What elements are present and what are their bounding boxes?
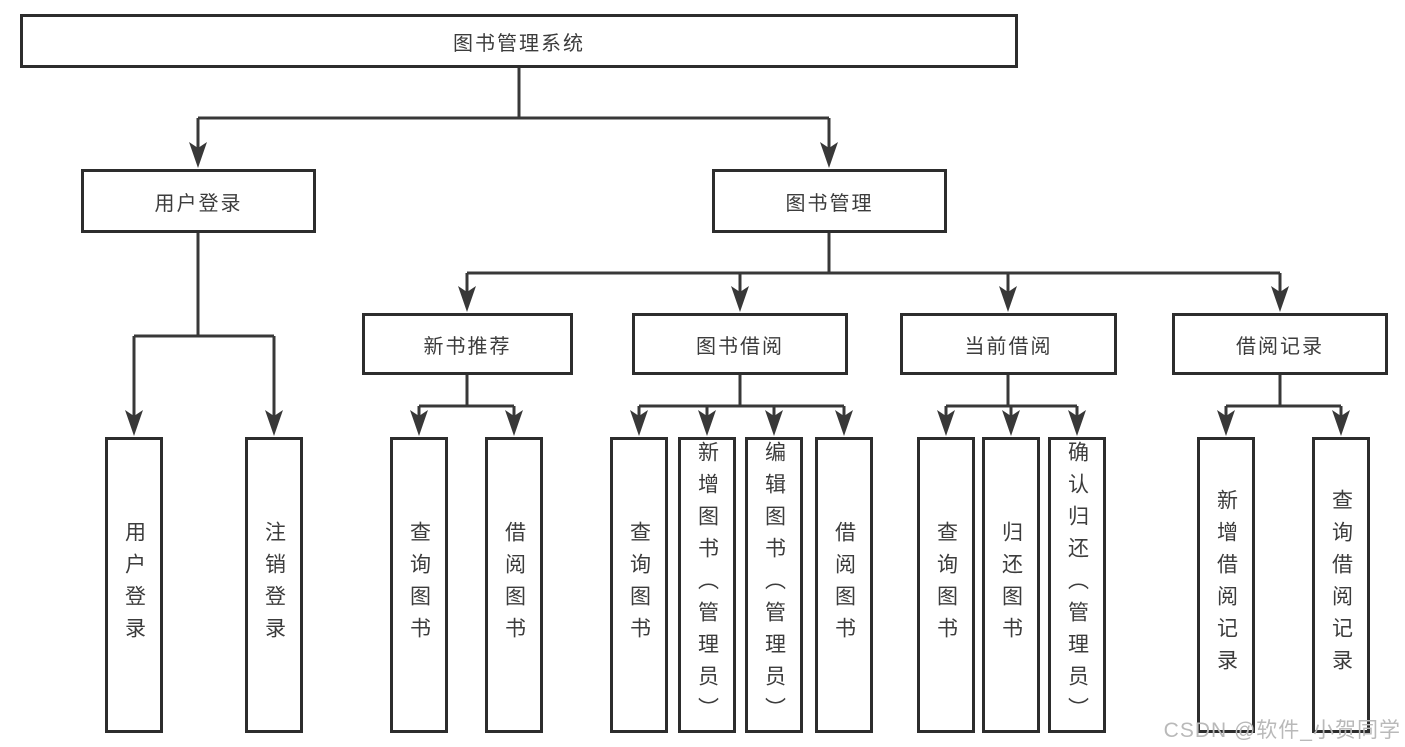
leaf-label: 查询图书 — [934, 521, 958, 649]
node-borrow-records: 借阅记录 — [1172, 313, 1388, 375]
node-label: 借阅记录 — [1236, 335, 1324, 358]
csdn-watermark: CSDN @软件_小贺同学 — [1163, 719, 1401, 742]
arrowhead-icon — [820, 142, 838, 168]
arrowhead-icon — [765, 410, 783, 436]
node-new-book-recommend: 新书推荐 — [362, 313, 573, 375]
leaf-query-books-recommend: 查询图书 — [390, 437, 448, 733]
arrowhead-icon — [410, 410, 428, 436]
connector-user-login-to-leaves — [132, 233, 276, 418]
node-label: 用户登录 — [154, 192, 243, 215]
leaf-user-login: 用户登录 — [105, 437, 163, 733]
leaf-return-books: 归还图书 — [982, 437, 1040, 733]
leaf-edit-book-admin: 编辑图书（管理员） — [745, 437, 803, 733]
leaf-label: 编辑图书（管理员） — [762, 441, 786, 729]
leaf-label: 确认归还（管理员） — [1065, 441, 1089, 729]
leaf-query-books-current: 查询图书 — [917, 437, 975, 733]
node-book-borrow: 图书借阅 — [632, 313, 848, 375]
arrowhead-icon — [630, 410, 648, 436]
arrowhead-icon — [458, 286, 476, 312]
arrowhead-icon — [999, 286, 1017, 312]
arrowhead-icon — [1271, 286, 1289, 312]
arrowhead-icon — [265, 410, 283, 436]
leaf-label: 借阅图书 — [832, 521, 856, 649]
node-label: 图书管理系统 — [453, 32, 585, 55]
leaf-label: 注销登录 — [262, 521, 286, 649]
connector-book-borrow-to-leaves — [637, 375, 846, 418]
arrowhead-icon — [1217, 410, 1235, 436]
node-label: 当前借阅 — [964, 335, 1053, 358]
leaf-add-borrow-record: 新增借阅记录 — [1197, 437, 1255, 733]
leaf-label: 用户登录 — [122, 521, 146, 649]
arrowhead-icon — [731, 286, 749, 312]
leaf-label: 归还图书 — [999, 521, 1023, 649]
leaf-label: 查询图书 — [407, 521, 431, 649]
node-label: 新书推荐 — [423, 335, 512, 358]
connector-borrow-records-to-leaves — [1224, 375, 1343, 418]
arrowhead-icon — [1332, 410, 1350, 436]
leaf-logout-login: 注销登录 — [245, 437, 303, 733]
connector-current-borrow-to-leaves — [944, 375, 1079, 418]
node-user-login: 用户登录 — [81, 169, 316, 233]
leaf-confirm-return-admin: 确认归还（管理员） — [1048, 437, 1106, 733]
leaf-label: 新增图书（管理员） — [695, 441, 719, 729]
leaf-label: 借阅图书 — [502, 521, 526, 649]
arrowhead-icon — [835, 410, 853, 436]
leaf-label: 新增借阅记录 — [1214, 489, 1238, 681]
leaf-query-books-borrow: 查询图书 — [610, 437, 668, 733]
connector-book-management-to-level3 — [465, 233, 1282, 295]
node-current-borrow: 当前借阅 — [900, 313, 1117, 375]
node-book-management: 图书管理 — [712, 169, 947, 233]
arrowhead-icon — [937, 410, 955, 436]
node-root: 图书管理系统 — [20, 14, 1018, 68]
leaf-borrow-books-borrow: 借阅图书 — [815, 437, 873, 733]
arrowhead-icon — [125, 410, 143, 436]
node-label: 图书管理 — [785, 192, 874, 215]
arrowhead-icon — [698, 410, 716, 436]
connector-root-to-level2 — [196, 68, 831, 150]
arrowhead-icon — [189, 142, 207, 168]
leaf-add-book-admin: 新增图书（管理员） — [678, 437, 736, 733]
arrowhead-icon — [1002, 410, 1020, 436]
leaf-label: 查询借阅记录 — [1329, 489, 1353, 681]
leaf-borrow-books-recommend: 借阅图书 — [485, 437, 543, 733]
node-label: 图书借阅 — [696, 335, 784, 358]
leaf-label: 查询图书 — [627, 521, 651, 649]
connector-new-book-recommend-to-leaves — [417, 375, 516, 418]
leaf-query-borrow-record: 查询借阅记录 — [1312, 437, 1370, 733]
arrowhead-icon — [505, 410, 523, 436]
arrowhead-icon — [1068, 410, 1086, 436]
